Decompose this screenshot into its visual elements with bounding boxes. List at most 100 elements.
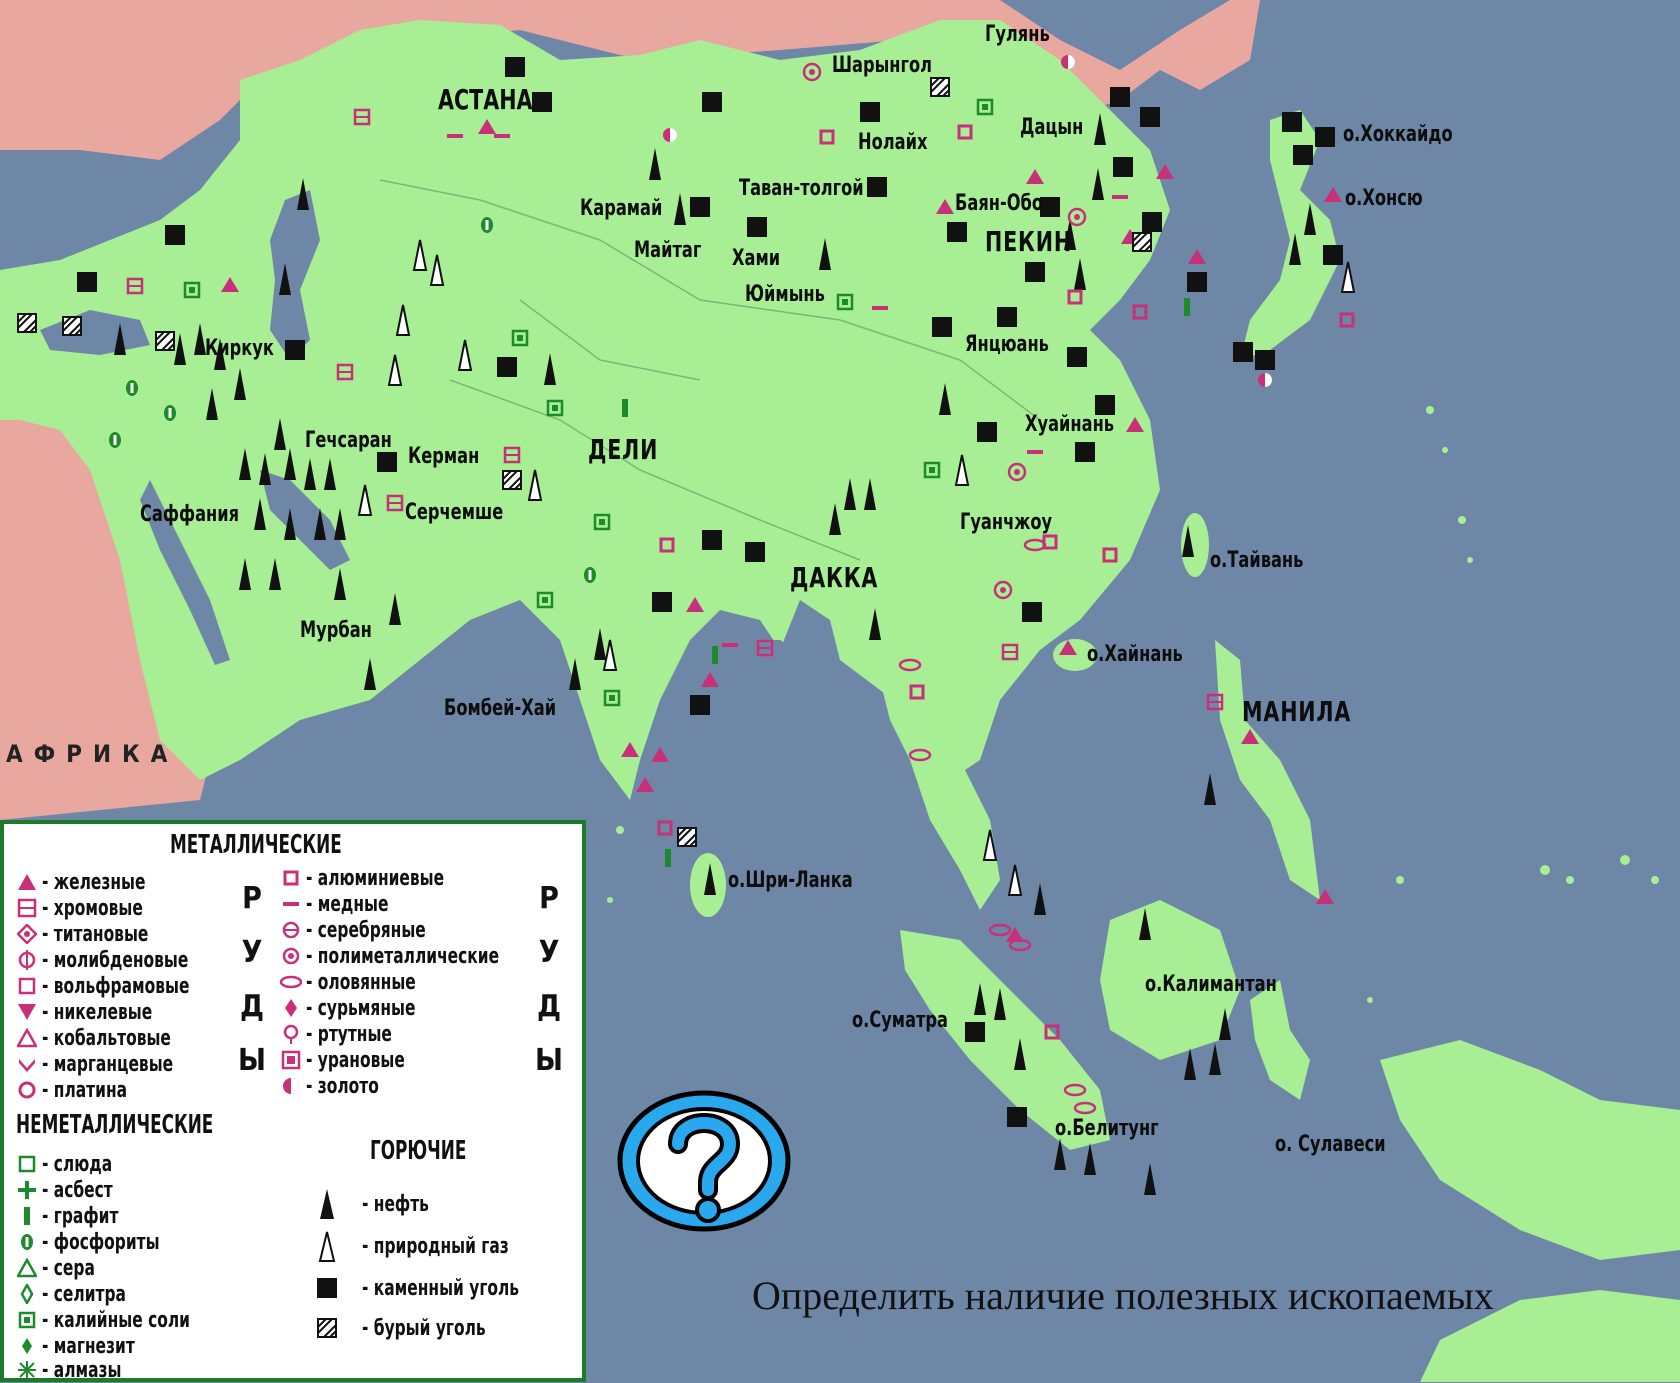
- label-taiwan: о.Тайвань: [1210, 548, 1304, 573]
- legend-fuel-brown-coal: - бурый уголь: [310, 1316, 521, 1341]
- label-afrika: АФРИКА: [6, 740, 179, 768]
- chromium-ore-icon: [16, 897, 38, 919]
- label-dakka: ДАККА: [790, 561, 879, 594]
- gold-ore-icon: [280, 1075, 302, 1097]
- manganese-ore-icon: [16, 1053, 38, 1075]
- legend-ore-copper: - медные: [280, 892, 412, 917]
- legend-ore-poly: - полиметаллические: [280, 944, 554, 969]
- legend-nonmetal-diamonds: - алмазы: [16, 1358, 144, 1383]
- label-deli: ДЕЛИ: [588, 433, 659, 466]
- legend-fuel-oil: - нефть: [310, 1189, 448, 1219]
- legend-nonmetal-mica: - слюда: [16, 1152, 132, 1177]
- borders: [379, 179, 1041, 561]
- japan-islands: [1240, 110, 1340, 360]
- label-sarchemshe: Серчемше: [405, 500, 504, 525]
- label-kirkuk: Киркук: [205, 336, 274, 361]
- philippines: [1215, 640, 1320, 900]
- label-shri-lanka: о.Шри-Ланка: [728, 868, 853, 893]
- antimony-ore-icon: [280, 997, 302, 1019]
- legend-ore-nickel: - никелевые: [16, 1000, 183, 1025]
- legend-ore-chrom: - хромовые: [16, 896, 171, 921]
- legend-ore-cobalt: - кобальтовые: [16, 1026, 207, 1051]
- legend-ore-wolfram: - вольфрамовые: [16, 974, 231, 999]
- nickel-ore-icon: [16, 1001, 38, 1023]
- legend-ore-platina: - платина: [16, 1078, 151, 1103]
- legend-nonmetal-potash: - калийные соли: [16, 1308, 232, 1333]
- graphite-icon: [16, 1205, 38, 1227]
- label-kalimantan: о.Калимантан: [1145, 972, 1277, 997]
- label-hainan: о.Хайнань: [1087, 642, 1183, 667]
- label-nolaikh: Нолайх: [858, 130, 928, 155]
- legend-fuel-coal: - каменный уголь: [310, 1276, 563, 1301]
- legend-ore-uranium: - урановые: [280, 1048, 433, 1073]
- tungsten-ore-icon: [16, 975, 38, 997]
- label-karamai: Карамай: [580, 196, 663, 221]
- help-button[interactable]: [612, 1086, 796, 1236]
- sulavesi-island: [1250, 980, 1310, 1100]
- label-huainan: Хуайнань: [1025, 412, 1115, 437]
- label-maitag: Майтаг: [634, 238, 702, 263]
- legend-ore-iron: - железные: [16, 870, 175, 895]
- diamond-icon: [16, 1359, 38, 1381]
- caspian-sea: [270, 190, 320, 360]
- legend-ore-tin: - оловянные: [280, 970, 447, 995]
- label-guanchzhou: Гуанчжоу: [960, 510, 1053, 535]
- oil-icon: [310, 1187, 344, 1221]
- label-sumatra: о.Суматра: [852, 1008, 949, 1033]
- legend-ore-silver: - серебряные: [280, 918, 460, 943]
- label-hokkaido: о.Хоккайдо: [1343, 122, 1453, 147]
- persian-gulf: [260, 470, 350, 570]
- hard-coal-icon: [310, 1271, 344, 1305]
- legend-ore-gold: - золото: [280, 1074, 399, 1099]
- label-datsin: Дацын: [1020, 115, 1084, 140]
- label-gechsaran: Гечсаран: [305, 428, 392, 453]
- uranium-ore-icon: [280, 1049, 302, 1071]
- legend-ore-titan: - титановые: [16, 922, 178, 947]
- legend-title-nonmetal: НЕМЕТАЛЛИЧЕСКИЕ: [16, 1110, 214, 1140]
- legend-ore-mangan: - марганцевые: [16, 1052, 210, 1077]
- mica-icon: [16, 1153, 38, 1175]
- task-text: Определить наличие полезных ископаемых: [752, 1273, 1494, 1318]
- legend-nonmetal-sulfur: - сера: [16, 1256, 110, 1281]
- copper-ore-icon: [280, 893, 302, 915]
- legend-nonmetal-saltpeter: - селитра: [16, 1282, 150, 1307]
- legend-ruda-left: Р У Д Ы: [238, 881, 266, 1078]
- indochina: [880, 680, 1000, 910]
- platinum-ore-icon: [16, 1079, 38, 1101]
- titanium-ore-icon: [16, 923, 38, 945]
- bay-of-bengal: [700, 640, 870, 820]
- kalimantan-island: [1100, 900, 1240, 1060]
- label-belitung: о.Белитунг: [1055, 1116, 1159, 1141]
- label-sheryngol: Шарынгол: [832, 53, 933, 78]
- question-mark-icon: [617, 1090, 791, 1232]
- map-legend: МЕТАЛЛИЧЕСКИЕ - железные - хромовые - ти…: [0, 820, 586, 1383]
- legend-fuel-gas: - природный газ: [310, 1231, 550, 1262]
- label-kerman: Керман: [408, 444, 480, 469]
- legend-ore-alu: - алюминиевые: [280, 866, 483, 891]
- molybdenum-ore-icon: [16, 949, 38, 971]
- legend-title-fuel: ГОРЮЧИЕ: [370, 1136, 467, 1166]
- brown-coal-icon: [310, 1311, 344, 1345]
- legend-nonmetal-phosphorite: - фосфориты: [16, 1230, 193, 1255]
- phosphorite-icon: [16, 1231, 38, 1253]
- legend-ore-antimony: - сурьмяные: [280, 996, 446, 1021]
- label-yuimyn: Юймынь: [745, 282, 825, 307]
- australia-edge: [1420, 1290, 1680, 1382]
- saltpeter-icon: [16, 1283, 38, 1305]
- label-yantsyuan: Янцюань: [965, 332, 1049, 357]
- legend-nonmetal-magnesite: - магнезит: [16, 1334, 161, 1359]
- cobalt-ore-icon: [16, 1027, 38, 1049]
- silver-ore-icon: [280, 919, 302, 941]
- legend-ore-mercury: - ртутные: [280, 1022, 416, 1047]
- label-bayan-obo: Баян-Обо: [955, 191, 1043, 216]
- sumatra-island: [900, 930, 1110, 1150]
- potash-icon: [16, 1309, 38, 1331]
- label-bombei-hai: Бомбей-Хай: [444, 696, 557, 721]
- label-honsyu: о.Хонсю: [1345, 186, 1423, 211]
- magnesite-icon: [16, 1335, 38, 1357]
- aluminium-ore-icon: [280, 867, 302, 889]
- label-astana: АСТАНА: [438, 83, 533, 116]
- mercury-ore-icon: [280, 1023, 302, 1045]
- legend-ore-molyb: - молибденовые: [16, 948, 230, 973]
